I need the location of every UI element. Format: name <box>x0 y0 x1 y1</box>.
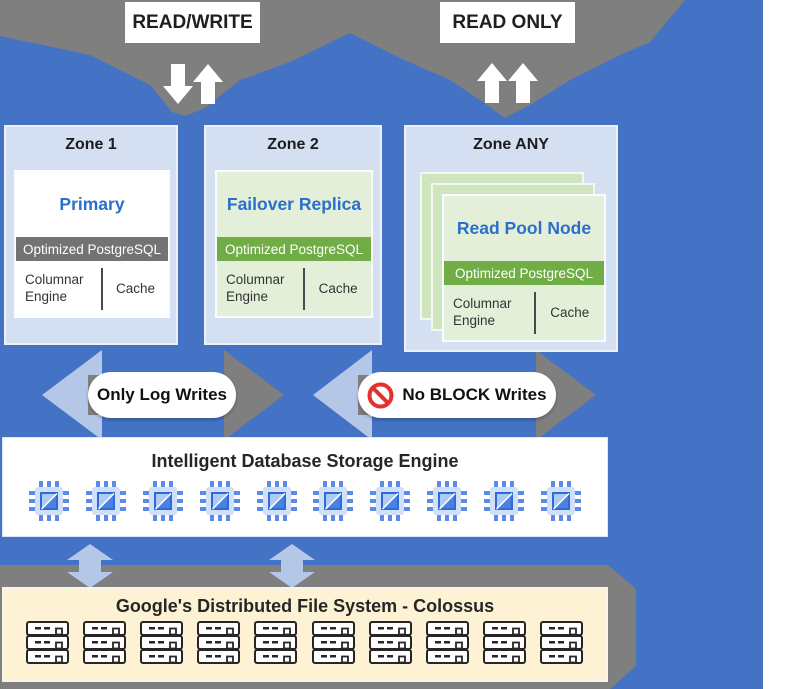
down-arrow-icon <box>163 64 193 104</box>
cache-cell: Cache <box>116 281 156 296</box>
optimized-postgresql-bar: Optimized PostgreSQL <box>444 261 604 285</box>
server-stack-icon <box>197 621 241 664</box>
server-stack-icon <box>539 621 583 664</box>
chip-row <box>3 481 607 521</box>
up-arrow-icon <box>508 63 538 103</box>
optimized-postgresql-bar: Optimized PostgreSQL <box>16 237 168 261</box>
cpu-chip-icon <box>142 481 183 521</box>
pill-label: Only Log Writes <box>96 385 228 404</box>
read-only-label: READ ONLY <box>440 2 575 43</box>
cpu-chip-icon <box>313 481 354 521</box>
double-vertical-arrow-icon <box>269 544 315 588</box>
server-stack-icon <box>254 621 298 664</box>
cell-divider <box>101 267 104 310</box>
cache-cell: Cache <box>318 281 358 296</box>
read-pool-node-card: Read Pool Node Optimized PostgreSQL Colu… <box>442 194 606 342</box>
node-name: Primary <box>59 194 125 214</box>
server-stack-icon <box>26 621 69 664</box>
zone-2-box: Zone 2 Failover Replica Optimized Postgr… <box>204 125 382 345</box>
columnar-engine-cell: Columnar Engine <box>226 271 285 304</box>
up-arrow-icon <box>193 64 223 104</box>
storage-engine-title: Intelligent Database Storage Engine <box>151 451 459 471</box>
cpu-chip-icon <box>370 481 411 521</box>
cpu-chip-icon <box>199 481 240 521</box>
no-block-writes-pill: No BLOCK Writes <box>358 372 556 418</box>
cpu-chip-icon <box>85 481 126 521</box>
cell-divider <box>533 291 536 334</box>
failover-replica-card: Failover Replica Optimized PostgreSQL Co… <box>215 170 373 318</box>
colossus-title: Google's Distributed File System - Colos… <box>115 596 495 616</box>
pill-label: No BLOCK Writes <box>402 385 547 404</box>
double-vertical-arrow-icon <box>67 544 113 588</box>
zone-title: Zone ANY <box>473 136 549 153</box>
read-write-label: READ/WRITE <box>125 2 260 43</box>
top-gray-funnel-shape <box>0 0 685 118</box>
colossus-box: Google's Distributed File System - Colos… <box>2 587 608 682</box>
up-arrow-icon <box>477 63 507 103</box>
storage-engine-bar: Intelligent Database Storage Engine <box>2 437 608 537</box>
columnar-engine-cell: Columnar Engine <box>25 271 84 304</box>
only-log-writes-pill: Only Log Writes <box>88 372 236 418</box>
columnar-engine-cell: Columnar Engine <box>453 295 512 328</box>
zone-1-box: Zone 1 Primary Optimized PostgreSQL Colu… <box>4 125 178 345</box>
node-name: Failover Replica <box>226 194 362 214</box>
cpu-chip-icon <box>540 481 581 521</box>
zone-title: Zone 1 <box>65 136 117 153</box>
cpu-chip-icon <box>427 481 468 521</box>
server-stack-icon <box>368 621 412 664</box>
zone-any-box: Zone ANY Read Pool Node Optimized Postgr… <box>404 125 618 352</box>
cache-cell: Cache <box>550 305 590 320</box>
cpu-chip-icon <box>484 481 524 521</box>
server-stack-icon <box>83 621 127 664</box>
no-entry-icon <box>367 382 394 408</box>
server-row <box>4 621 606 666</box>
cpu-chip-icon <box>29 481 69 521</box>
cell-divider <box>303 267 306 310</box>
zone-title: Zone 2 <box>267 136 319 153</box>
node-name: Read Pool Node <box>456 218 592 238</box>
server-stack-icon <box>311 621 355 664</box>
server-stack-icon <box>482 621 526 664</box>
server-stack-icon <box>140 621 184 664</box>
optimized-postgresql-bar: Optimized PostgreSQL <box>217 237 371 261</box>
primary-node-card: Primary Optimized PostgreSQL Columnar En… <box>14 170 170 318</box>
cpu-chip-icon <box>256 481 297 521</box>
server-stack-icon <box>425 621 469 664</box>
